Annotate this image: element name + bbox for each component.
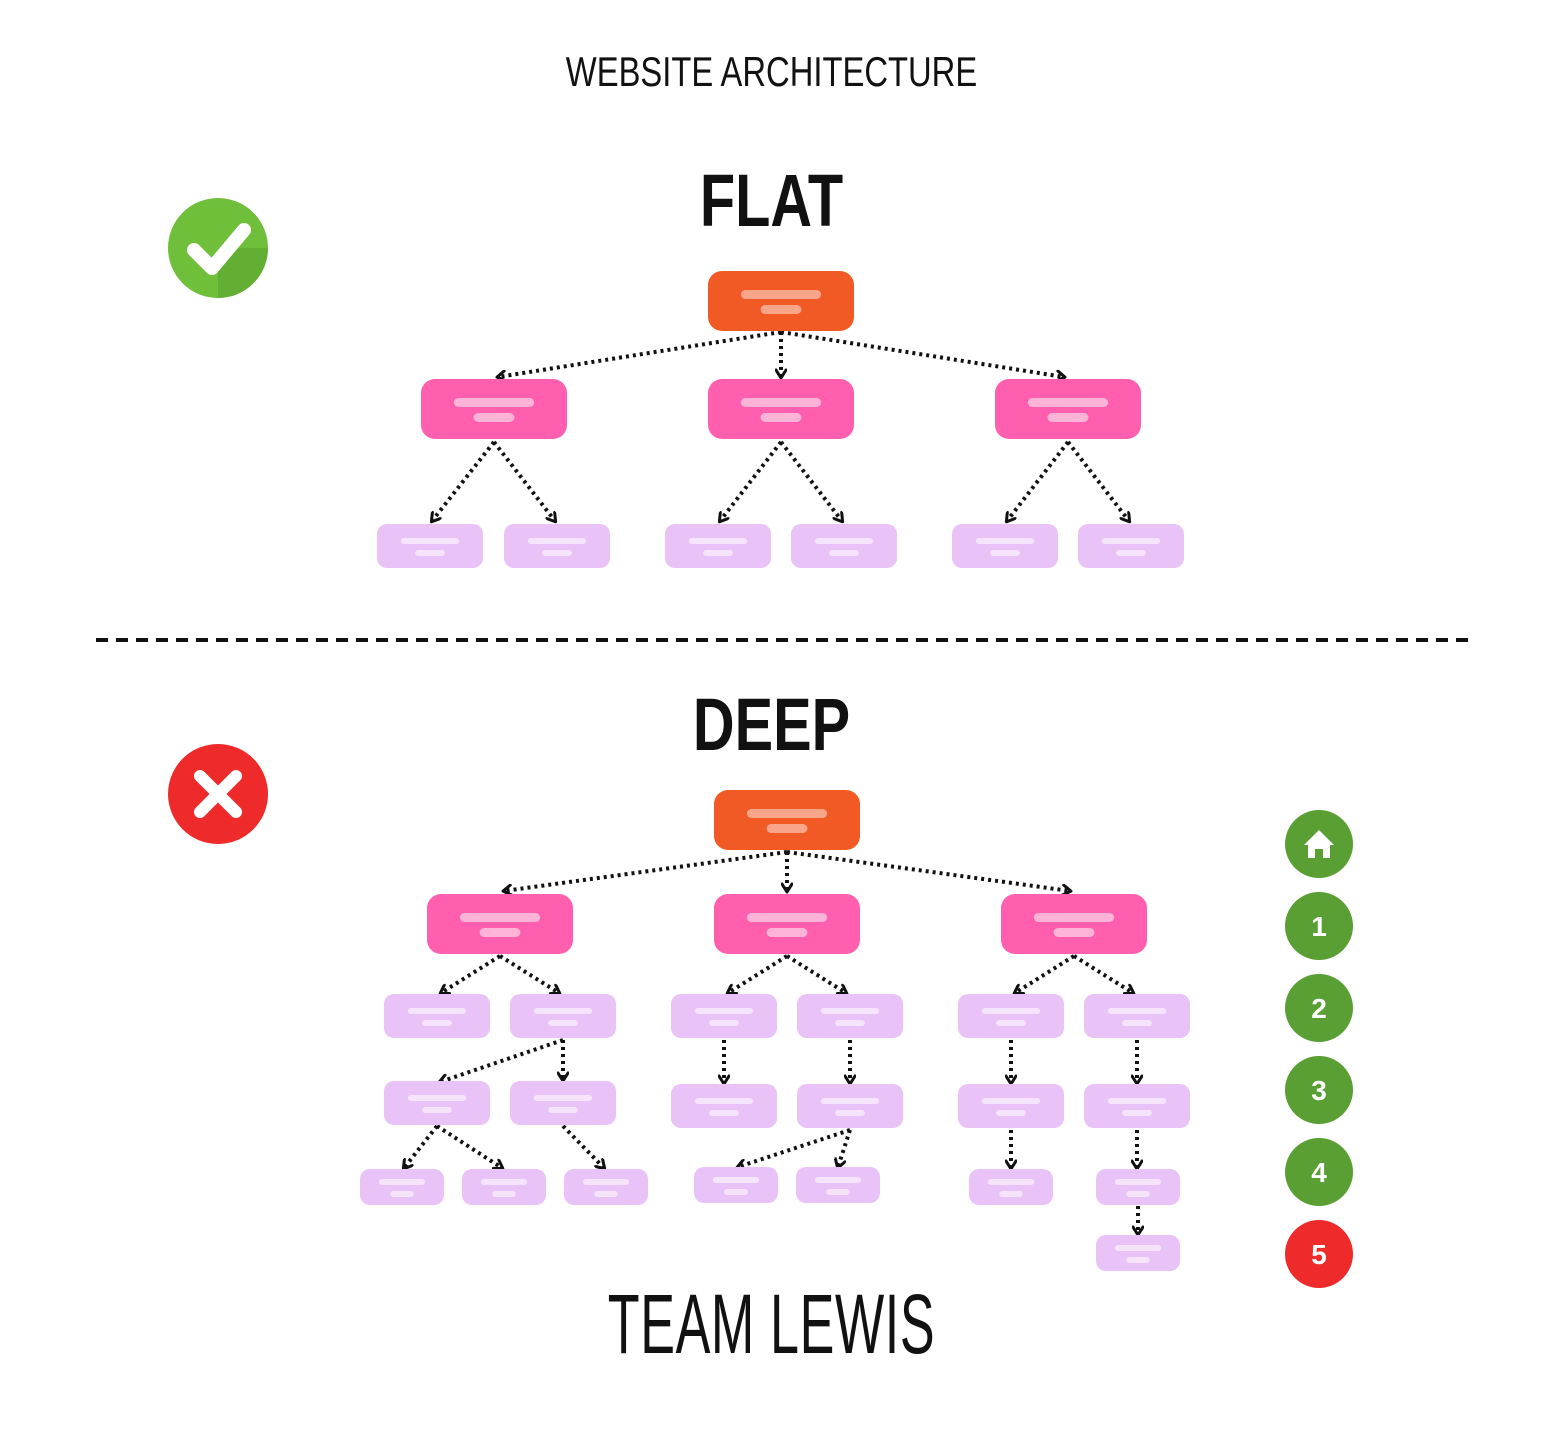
deep-level3-edge: [838, 1129, 852, 1167]
deep-level4-node: [796, 1167, 880, 1203]
depth-level-label: 2: [1311, 993, 1327, 1024]
flat-category-edge: [779, 440, 842, 521]
cross-icon: [168, 744, 268, 844]
deep-level3-edge: [435, 1124, 502, 1168]
home-icon: [1304, 830, 1334, 858]
deep-level2-edge: [440, 1038, 564, 1082]
deep-level3-edge: [561, 1124, 604, 1168]
deep-level2-node: [797, 994, 903, 1038]
depth-level-badge: 5: [1285, 1220, 1353, 1288]
deep-category-edge: [785, 954, 846, 993]
deep-level3-edge: [738, 1128, 851, 1167]
brand-logo: TEAM LEWIS: [607, 1277, 936, 1371]
flat-page-node: [377, 524, 483, 568]
flat-category-node: [421, 379, 567, 439]
flat-section-title: FLAT: [699, 159, 844, 242]
deep-level2-node: [1084, 994, 1190, 1038]
deep-level2-node: [671, 994, 777, 1038]
deep-section-title: DEEP: [692, 683, 851, 766]
depth-level-badge: 4: [1285, 1138, 1353, 1206]
deep-level2-node: [510, 994, 616, 1038]
flat-page-node: [1078, 524, 1184, 568]
deep-level4-node: [694, 1167, 778, 1203]
deep-level3-node: [671, 1084, 777, 1128]
deep-category-edge: [441, 954, 502, 993]
deep-category-edge: [1072, 954, 1133, 993]
depth-level-badge: 1: [1285, 892, 1353, 960]
deep-level3-node: [510, 1081, 616, 1125]
deep-level4-node: [360, 1169, 444, 1205]
deep-category-node: [1001, 894, 1147, 954]
flat-page-node: [665, 524, 771, 568]
depth-level-label: 3: [1311, 1075, 1327, 1106]
deep-level4-node: [1096, 1169, 1180, 1205]
depth-level-badge: 3: [1285, 1056, 1353, 1124]
deep-category-edge: [728, 954, 789, 993]
flat-category-edge: [1066, 440, 1129, 521]
flat-page-node: [504, 524, 610, 568]
deep-level3-node: [958, 1084, 1064, 1128]
depth-level-badge: 2: [1285, 974, 1353, 1042]
deep-level3-node: [1084, 1084, 1190, 1128]
flat-category-node: [708, 379, 854, 439]
depth-level-label: 4: [1311, 1157, 1327, 1188]
deep-category-edge: [498, 954, 559, 993]
deep-level3-node: [797, 1084, 903, 1128]
deep-root-edge: [504, 850, 788, 891]
depth-level-label: 5: [1311, 1239, 1327, 1270]
deep-level2-node: [958, 994, 1064, 1038]
deep-level4-node: [969, 1169, 1053, 1205]
depth-level-label: 1: [1311, 911, 1327, 942]
flat-root-node: [708, 271, 854, 331]
home-level-badge: [1285, 810, 1353, 878]
deep-root-edge: [786, 850, 1070, 891]
flat-root-edge: [780, 330, 1064, 377]
flat-category-edge: [1007, 440, 1070, 521]
flat-page-node: [791, 524, 897, 568]
deep-level4-node: [462, 1169, 546, 1205]
check-icon: [168, 198, 268, 298]
deep-category-edge: [1015, 954, 1076, 993]
flat-category-edge: [432, 440, 496, 521]
deep-level4-node: [564, 1169, 648, 1205]
flat-category-edge: [492, 440, 555, 521]
page-title: WEBSITE ARCHITECTURE: [565, 48, 978, 95]
flat-page-node: [952, 524, 1058, 568]
deep-level3-node: [384, 1081, 490, 1125]
flat-root-edge: [498, 330, 782, 377]
deep-category-node: [427, 894, 573, 954]
deep-level3-edge: [404, 1124, 439, 1168]
deep-category-node: [714, 894, 860, 954]
deep-root-node: [714, 790, 860, 850]
deep-level5-node: [1096, 1235, 1180, 1271]
deep-level2-node: [384, 994, 490, 1038]
flat-category-node: [995, 379, 1141, 439]
flat-category-edge: [720, 440, 783, 521]
